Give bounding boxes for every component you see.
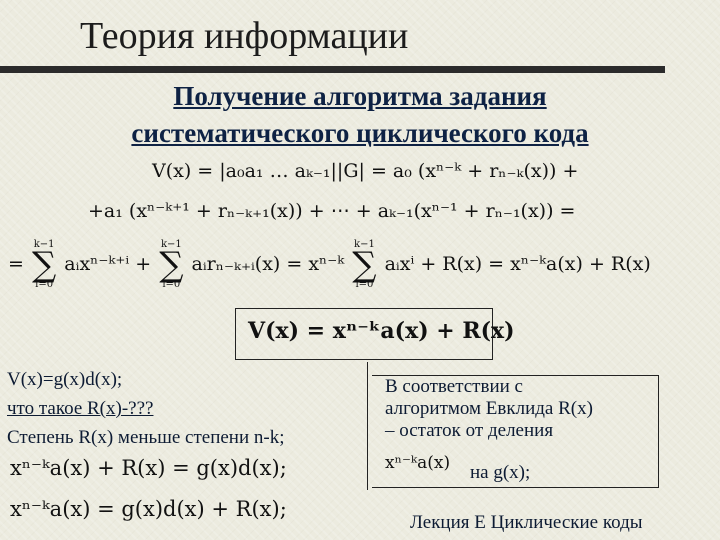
sigma-icon: ∑: [159, 245, 184, 285]
slide-footer: Лекция Е Циклические коды: [410, 512, 643, 533]
sum-operator-1: k−1 ∑ i=0: [31, 239, 57, 290]
sum-operator-2: k−1 ∑ i=0: [159, 239, 184, 290]
euclid-note-line3: – остаток от деления: [385, 420, 554, 441]
note-degree-r: Степень R(x) меньше степени n-k;: [7, 427, 285, 448]
slide-subtitle-line2: систематического циклического кода: [131, 118, 589, 148]
euclid-note-line2: алгоритмом Евклида R(x): [385, 398, 593, 419]
connector-line: [367, 362, 368, 490]
sum-operator-3: k−1 ∑ i=0: [352, 239, 377, 290]
slide-title: Теория информации: [80, 15, 409, 57]
euclid-note-frame: [372, 375, 659, 488]
derivation-line1-lhs: V(x) = |a₀a₁ … aₖ₋₁||G| = a₀: [152, 160, 412, 182]
boxed-result-frame: [235, 308, 493, 360]
note-what-is-r: что такое R(x)-???: [7, 398, 154, 419]
sum-term-3: aᵢxⁱ + R(x) = xⁿ⁻ᵏa(x) + R(x): [384, 253, 651, 275]
note-v-equals-gd: V(x)=g(x)d(x);: [7, 369, 123, 390]
derivation-line1: V(x) = |a₀a₁ … aₖ₋₁||G| = a₀ (xⁿ⁻ᵏ + rₙ₋…: [152, 160, 578, 182]
derivation-line1-term: (xⁿ⁻ᵏ + rₙ₋ₖ(x)) +: [417, 160, 579, 182]
derivation-line3: = k−1 ∑ i=0 aᵢxⁿ⁻ᵏ⁺ⁱ + k−1 ∑ i=0 aᵢrₙ₋ₖ₊…: [8, 240, 651, 290]
equals-sign: =: [8, 253, 24, 275]
formula-equation-1: xⁿ⁻ᵏa(x) + R(x) = g(x)d(x);: [10, 456, 287, 480]
boxed-result-formula: V(x) = xⁿ⁻ᵏa(x) + R(x): [248, 318, 515, 344]
slide-subtitle-line1: Получение алгоритма задания: [173, 81, 547, 111]
formula-equation-2: xⁿ⁻ᵏa(x) = g(x)d(x) + R(x);: [10, 497, 287, 521]
euclid-note-line1: В соответствии с: [385, 376, 523, 397]
title-divider: [0, 66, 665, 73]
sigma-icon: ∑: [352, 245, 377, 285]
derivation-line2: +a₁ (xⁿ⁻ᵏ⁺¹ + rₙ₋ₖ₊₁(x)) + ⋯ + aₖ₋₁(xⁿ⁻¹…: [88, 200, 576, 222]
euclid-note-tail: на g(x);: [470, 462, 531, 483]
sum-term-1: aᵢxⁿ⁻ᵏ⁺ⁱ +: [64, 253, 152, 275]
sigma-icon: ∑: [31, 245, 57, 285]
euclid-note: В соответствии с алгоритмом Евклида R(x)…: [385, 376, 593, 442]
sum-term-2: aᵢrₙ₋ₖ₊ᵢ(x) = xⁿ⁻ᵏ: [191, 253, 345, 275]
euclid-note-formula: xⁿ⁻ᵏa(x): [385, 453, 451, 473]
